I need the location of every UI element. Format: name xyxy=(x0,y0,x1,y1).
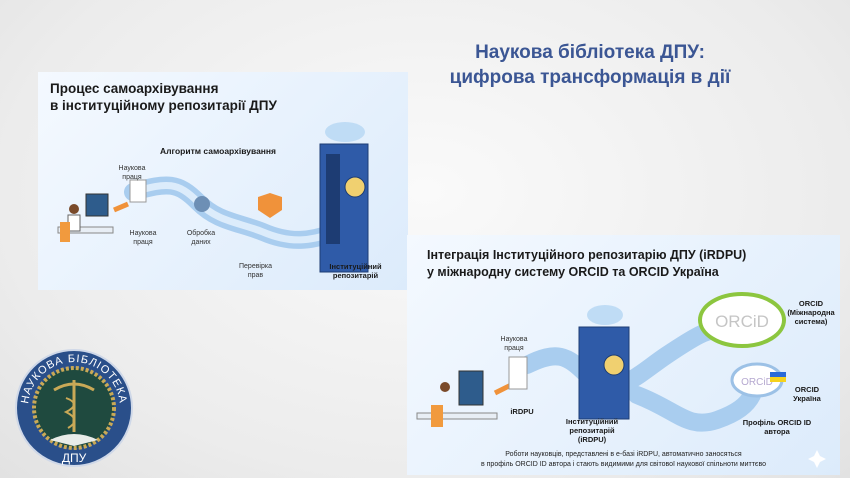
orcid-cloud-text: ORCiD xyxy=(715,312,769,331)
slide-title-line1: Наукова бібліотека ДПУ: xyxy=(475,42,705,63)
slide-title: Наукова бібліотека ДПУ: цифрова трансфор… xyxy=(420,40,760,90)
monitor-icon xyxy=(458,370,484,406)
desk xyxy=(416,412,498,420)
card2-footer-line1: Роботи науковців, представлені в е-базі … xyxy=(505,451,742,458)
card2-title-line1: Інтеграція Інституційного репозитарію ДП… xyxy=(427,248,747,262)
card2-footer-line2: в профіль ORCID ID автора і стають видим… xyxy=(480,461,767,468)
document-icon xyxy=(508,356,528,390)
cloud-icon xyxy=(325,122,365,142)
orcid-integration-infographic: ORCiD ORCiD Інтеграція Інституційного ре… xyxy=(407,235,840,475)
card1-title-line1: Процес самоархівування xyxy=(50,81,219,96)
sparkle-icon xyxy=(808,450,826,468)
chair-icon xyxy=(431,405,443,427)
svg-text:ORCiD: ORCiD xyxy=(741,377,773,388)
label-paper-bottom: Наукова праця xyxy=(129,230,157,246)
card1-title-line2: в інституційному репозитарії ДПУ xyxy=(50,98,277,113)
ukraine-flag-icon xyxy=(770,372,786,377)
desk xyxy=(57,226,114,234)
logo-text-bottom: ДПУ xyxy=(62,451,87,465)
label-orcid-ukraine: ORCID Україна xyxy=(793,385,821,403)
label-paper: Наукова праця xyxy=(500,336,528,352)
label-orcid-profile: Профіль ORCID ID автора xyxy=(742,418,812,436)
pipe xyxy=(124,176,347,249)
server-icon xyxy=(578,326,630,420)
library-logo: НАУКОВА БІБЛІОТЕКА ДПУ xyxy=(15,349,133,467)
arrow-icon xyxy=(113,201,129,213)
chair-icon xyxy=(60,222,70,242)
self-archiving-illustration xyxy=(57,122,369,273)
server-emblem xyxy=(603,354,625,376)
person-icon xyxy=(440,382,450,392)
pipe-to-orcid-ua xyxy=(628,386,761,432)
person-icon xyxy=(69,204,79,214)
label-rights-check: Перевірка прав xyxy=(239,263,272,279)
label-irdpu: iRDPU xyxy=(510,407,534,416)
card1-subtitle: Алгоритм самоархівування xyxy=(160,146,277,156)
orcid-illustration: ORCiD ORCiD xyxy=(416,292,826,468)
pipe-highlight xyxy=(132,181,339,244)
shield-icon xyxy=(258,193,282,218)
server-emblem xyxy=(344,176,366,198)
arrow-icon xyxy=(493,382,513,396)
orcid-cloud-icon xyxy=(698,292,786,348)
monitor-icon xyxy=(85,193,109,217)
self-archiving-infographic: Процес самоархівування в інституційному … xyxy=(38,72,408,290)
card2-title-line2: у міжнародну систему ORCID та ORCID Укра… xyxy=(427,265,719,279)
label-paper-top: Наукова праця xyxy=(118,165,146,181)
label-processing: Обробка даних xyxy=(186,230,216,246)
document-icon xyxy=(129,179,147,203)
label-repository: Інституційний репозитарій (iRDPU) xyxy=(565,417,619,444)
label-repository: Інституційний репозитарій xyxy=(329,262,382,280)
label-orcid-international: ORCID (Міжнародна система) xyxy=(787,299,835,326)
open-book-icon xyxy=(50,434,98,446)
cloud-icon xyxy=(587,305,623,325)
slide-title-line2: цифрова трансформація в дії xyxy=(449,67,731,88)
gear-icon xyxy=(194,196,210,212)
